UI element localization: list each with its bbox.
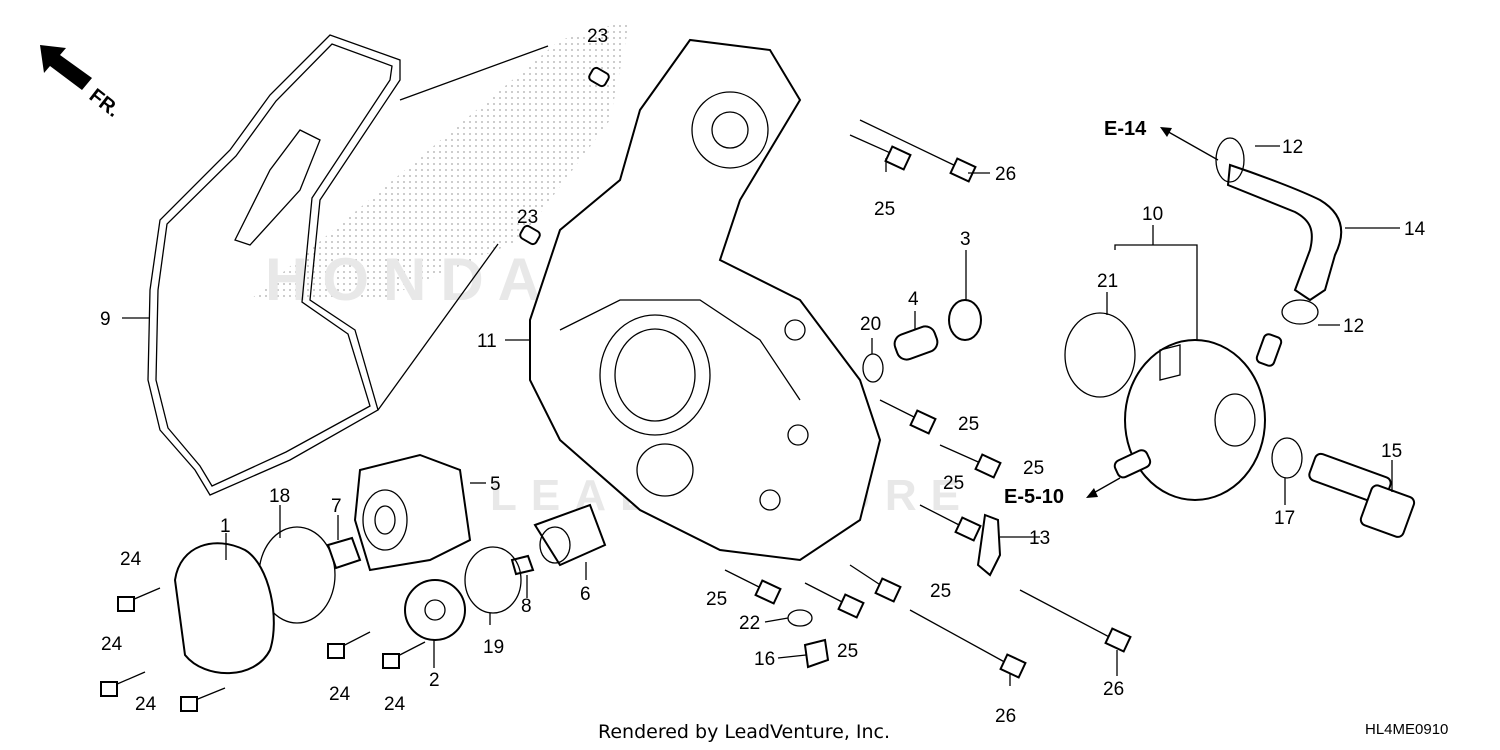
part-16-drain-plug: [803, 638, 830, 669]
footer-rendered-by: Rendered by LeadVenture, Inc.: [598, 721, 890, 743]
part-7-spring: [326, 536, 362, 570]
callout-25f: 25: [930, 581, 951, 602]
callout-26a: 26: [995, 164, 1016, 185]
bolt-group-top: [849, 119, 977, 183]
callout-21: 21: [1097, 271, 1118, 292]
callout-15: 15: [1381, 441, 1402, 462]
callout-17: 17: [1274, 508, 1295, 529]
part-8-spring: [510, 554, 535, 576]
arrow-icon: [1160, 127, 1172, 137]
callout-25e: 25: [706, 589, 727, 610]
diagram-code: HL4ME0910: [1365, 721, 1448, 738]
front-arrow-icon: [40, 45, 92, 90]
callout-24c: 24: [135, 694, 157, 715]
callout-25d: 25: [943, 473, 964, 494]
part-1-oil-filter-cover: [173, 542, 275, 675]
ref-e510-label: E-5-10: [1004, 486, 1064, 508]
callout-6: 6: [580, 584, 591, 605]
callout-13: 13: [1029, 528, 1050, 549]
callout-18: 18: [269, 486, 290, 507]
callout-23a: 23: [587, 26, 608, 47]
part-14-hose: [1226, 163, 1343, 302]
callout-2: 2: [429, 670, 440, 691]
callout-25g: 25: [837, 641, 858, 662]
part-20-o-ring: [862, 353, 884, 383]
part-13-bracket: [976, 513, 1002, 577]
part-10-oil-cooler: [1113, 333, 1283, 501]
callout-3: 3: [960, 229, 971, 250]
callout-25a: 25: [874, 199, 895, 220]
callout-11: 11: [477, 331, 497, 352]
honda-wing-watermark: [250, 20, 630, 300]
part-12-hose-clamp: [1281, 299, 1319, 325]
callout-12a: 12: [1282, 137, 1303, 158]
arrow-icon: [1086, 488, 1098, 498]
part-9-gasket: [147, 34, 401, 496]
bolt-group-right: [724, 399, 1132, 679]
reference-e14: E-14: [1104, 118, 1219, 161]
part-17-washer: [1271, 437, 1303, 479]
callout-14: 14: [1404, 219, 1426, 240]
callout-4: 4: [908, 289, 919, 310]
part-15-bolt: [1308, 452, 1416, 538]
callout-5: 5: [490, 474, 501, 495]
honda-watermark-text: HONDA: [265, 246, 555, 313]
part-23-dowel-pin: [519, 224, 541, 246]
callout-10: 10: [1142, 204, 1163, 225]
part-2-cap: [404, 579, 466, 641]
callout-7: 7: [331, 496, 342, 517]
callout-25b: 25: [958, 414, 979, 435]
callout-23b: 23: [517, 207, 538, 228]
callout-26b: 26: [995, 706, 1016, 727]
callout-24e: 24: [384, 694, 406, 715]
part-21-o-ring: [1064, 312, 1136, 398]
leader-lines: [122, 145, 1400, 686]
callout-19: 19: [483, 637, 504, 658]
callout-26c: 26: [1103, 679, 1124, 700]
callout-22: 22: [739, 613, 760, 634]
callout-1: 1: [220, 516, 231, 537]
part-4-orifice: [893, 325, 939, 361]
callout-20: 20: [860, 314, 881, 335]
part-19-o-ring: [464, 546, 522, 614]
ref-e14-label: E-14: [1104, 118, 1147, 140]
front-label: FR.: [85, 85, 124, 122]
callout-16: 16: [754, 649, 775, 670]
reference-e510: E-5-10: [1004, 477, 1121, 508]
callout-labels: 1 2 3 4 5 6 7 8 9 10 11 12 12 13 14 15 1…: [100, 26, 1426, 727]
callout-8: 8: [521, 596, 532, 617]
part-23-dowel-pin: [588, 66, 610, 88]
part-12-hose-clamp: [1215, 137, 1245, 183]
part-6-bushing: [533, 503, 607, 567]
part-5-oil-filter: [353, 453, 472, 572]
front-direction-indicator: FR.: [40, 45, 124, 122]
callout-25c: 25: [1023, 458, 1044, 479]
callout-24a: 24: [120, 549, 142, 570]
part-22-washer: [787, 609, 813, 627]
bolt-group-24: [100, 587, 426, 712]
part-11-right-crankcase-cover: [529, 38, 882, 562]
callout-12b: 12: [1343, 316, 1364, 337]
part-3-plug: [948, 299, 982, 341]
callout-24b: 24: [101, 634, 123, 655]
callout-24d: 24: [329, 684, 351, 705]
callout-9: 9: [100, 309, 111, 330]
